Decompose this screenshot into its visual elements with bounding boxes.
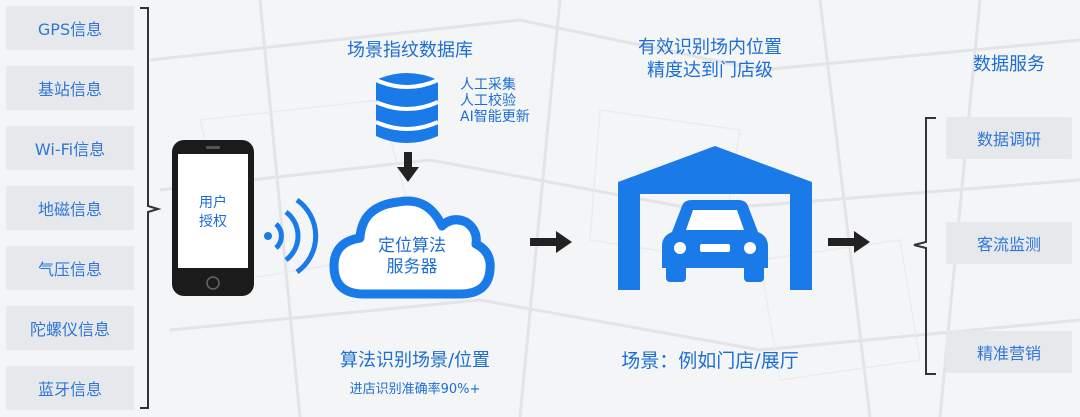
input-label: 陀螺仪信息	[29, 320, 110, 339]
cloud-icon	[329, 196, 495, 299]
server-caption-main: 算法识别场景/位置	[339, 350, 491, 371]
input-base-station: 基站信息	[6, 66, 134, 110]
input-bluetooth: 蓝牙信息	[6, 366, 134, 410]
garage-car-icon	[618, 146, 812, 290]
service-label: 数据调研	[976, 130, 1041, 149]
wifi-signal-icon	[264, 197, 319, 275]
input-label: Wi-Fi信息	[34, 140, 106, 159]
scene-headline: 有效识别场内位置 精度达到门店级	[610, 36, 810, 82]
arrow-down-icon	[397, 152, 419, 182]
input-label: GPS信息	[37, 20, 103, 39]
input-gyroscope: 陀螺仪信息	[6, 306, 134, 350]
service-data-research: 数据调研	[946, 117, 1072, 159]
phone-screen-text: 用户 授权	[178, 194, 248, 232]
scene-headline-line2: 精度达到门店级	[647, 60, 773, 81]
server-text-line1: 定位算法	[378, 236, 446, 256]
input-label: 气压信息	[37, 260, 102, 279]
database-note: 人工校验	[460, 93, 516, 109]
input-wifi: Wi-Fi信息	[6, 126, 134, 170]
arrow-right-icon	[828, 231, 870, 253]
right-brace	[913, 117, 936, 375]
server-text: 定位算法 服务器	[352, 236, 472, 278]
phone-text-line1: 用户	[199, 195, 227, 211]
database-note: AI智能更新	[460, 109, 530, 125]
database-notes: 人工采集 人工校验 AI智能更新	[460, 77, 550, 125]
left-brace	[140, 7, 162, 409]
input-barometer: 气压信息	[6, 246, 134, 290]
server-text-line2: 服务器	[386, 257, 438, 277]
input-label: 蓝牙信息	[37, 380, 102, 399]
database-note: 人工采集	[460, 77, 516, 93]
scene-headline-line1: 有效识别场内位置	[638, 37, 782, 58]
database-icon	[375, 73, 439, 143]
server-caption-sub: 进店识别准确率90%+	[349, 382, 481, 397]
input-gps: GPS信息	[6, 6, 134, 50]
service-label: 客流监测	[976, 235, 1041, 254]
services-title: 数据服务	[973, 54, 1045, 75]
database-title: 场景指纹数据库	[347, 40, 473, 61]
scene-caption: 场景：例如门店/展厅	[621, 350, 799, 372]
input-geomagnetic: 地磁信息	[6, 186, 134, 230]
arrow-right-icon	[530, 231, 572, 253]
service-precision-marketing: 精准营销	[946, 331, 1072, 373]
input-label: 地磁信息	[37, 200, 102, 219]
input-label: 基站信息	[37, 80, 102, 99]
phone-text-line2: 授权	[199, 214, 227, 230]
smartphone-icon	[172, 140, 254, 296]
service-label: 精准营销	[976, 344, 1041, 363]
service-traffic-monitoring: 客流监测	[946, 222, 1072, 264]
